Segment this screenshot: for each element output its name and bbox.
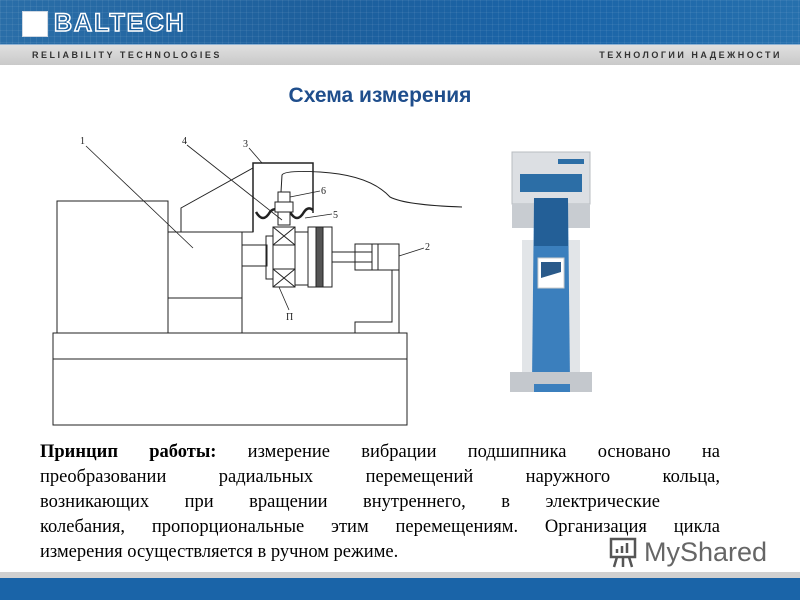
text-line-1: Принцип работы: измерение вибрации подши… (40, 440, 720, 465)
base-top (52, 332, 408, 360)
motor-body (56, 200, 169, 334)
watermark-text: MyShared (644, 536, 768, 567)
brand-name: BALTECH (53, 8, 186, 38)
sensor-cable (280, 170, 463, 208)
shaft (241, 244, 268, 267)
slide-title: Схема измерения (288, 84, 472, 107)
logo-mark-icon (22, 10, 48, 37)
header-strip (0, 44, 800, 65)
label-3: 3 (243, 139, 248, 150)
loader-2 (354, 243, 400, 271)
label-2: 2 (425, 242, 430, 253)
text-line-2: преобразовании радиальных перемещений на… (40, 467, 720, 487)
tagline-right: ТЕХНОЛОГИИ НАДЕЖНОСТИ (599, 50, 782, 60)
label-5: 5 (333, 210, 338, 221)
baltech-logo: BALTECH (22, 8, 186, 38)
myshared-watermark: MyShared (608, 535, 767, 569)
footer-strip (0, 572, 800, 578)
text-line-4: колебания, пропорциональные этим перемещ… (40, 517, 720, 537)
label-p: П (286, 312, 293, 323)
label-6: 6 (321, 186, 326, 197)
loader-bracket (354, 270, 400, 333)
principle-lead: Принцип работы: (40, 442, 217, 462)
base-bottom (52, 358, 408, 426)
header-banner (0, 0, 800, 44)
text-line-3: возникающих при вращении внутреннего, в … (40, 492, 660, 512)
tagline-left: RELIABILITY TECHNOLOGIES (32, 50, 222, 60)
footer-banner (0, 578, 800, 600)
sensor-holder-arm (180, 167, 254, 233)
principle-text: Принцип работы: измерение вибрации подши… (40, 440, 720, 565)
spindle-block (167, 231, 243, 334)
text-line-5: измерения осуществляется в ручном режиме… (40, 542, 399, 562)
text-line: измерение вибрации подшипника основано н… (216, 442, 720, 462)
label-4: 4 (182, 136, 187, 147)
bearing-p (272, 226, 296, 288)
vibration-stand-device (510, 151, 592, 392)
presentation-icon (609, 537, 637, 568)
label-1: 1 (80, 136, 85, 147)
